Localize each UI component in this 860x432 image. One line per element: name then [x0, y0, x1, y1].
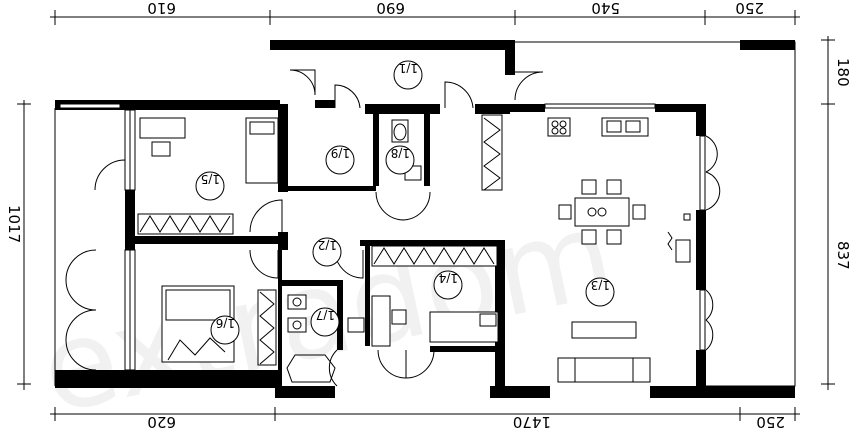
room-labels	[195, 60, 615, 345]
dim-bottom-1470: 1470	[513, 413, 551, 431]
dim-right-837: 837	[834, 241, 852, 270]
doors	[65, 69, 721, 387]
dim-top-250: 250	[735, 0, 764, 17]
room-1-3-label: 1/3	[591, 278, 610, 292]
dim-top-690: 690	[376, 0, 405, 17]
room-1-7-label: 1/7	[316, 308, 335, 322]
room-1-9-label: 1/9	[331, 146, 350, 160]
room-1-2-label: 1/2	[318, 238, 337, 252]
dim-bottom-620: 620	[147, 413, 176, 431]
room-1-1-label: 1/1	[399, 61, 418, 75]
dimension-lines	[17, 10, 835, 421]
room-1-6-label: 1/6	[216, 316, 235, 330]
room-1-4-label: 1/4	[439, 271, 458, 285]
windows	[59, 103, 706, 371]
dim-right-180: 180	[834, 58, 852, 87]
dim-top-610: 610	[147, 0, 176, 17]
room-1-8-label: 1/8	[391, 146, 410, 160]
dim-left-1017: 1017	[5, 205, 23, 243]
room-1-5-label: 1/5	[201, 172, 220, 186]
dim-bottom-250: 250	[756, 413, 785, 431]
dim-top-540: 540	[591, 0, 620, 17]
walls	[55, 40, 795, 398]
